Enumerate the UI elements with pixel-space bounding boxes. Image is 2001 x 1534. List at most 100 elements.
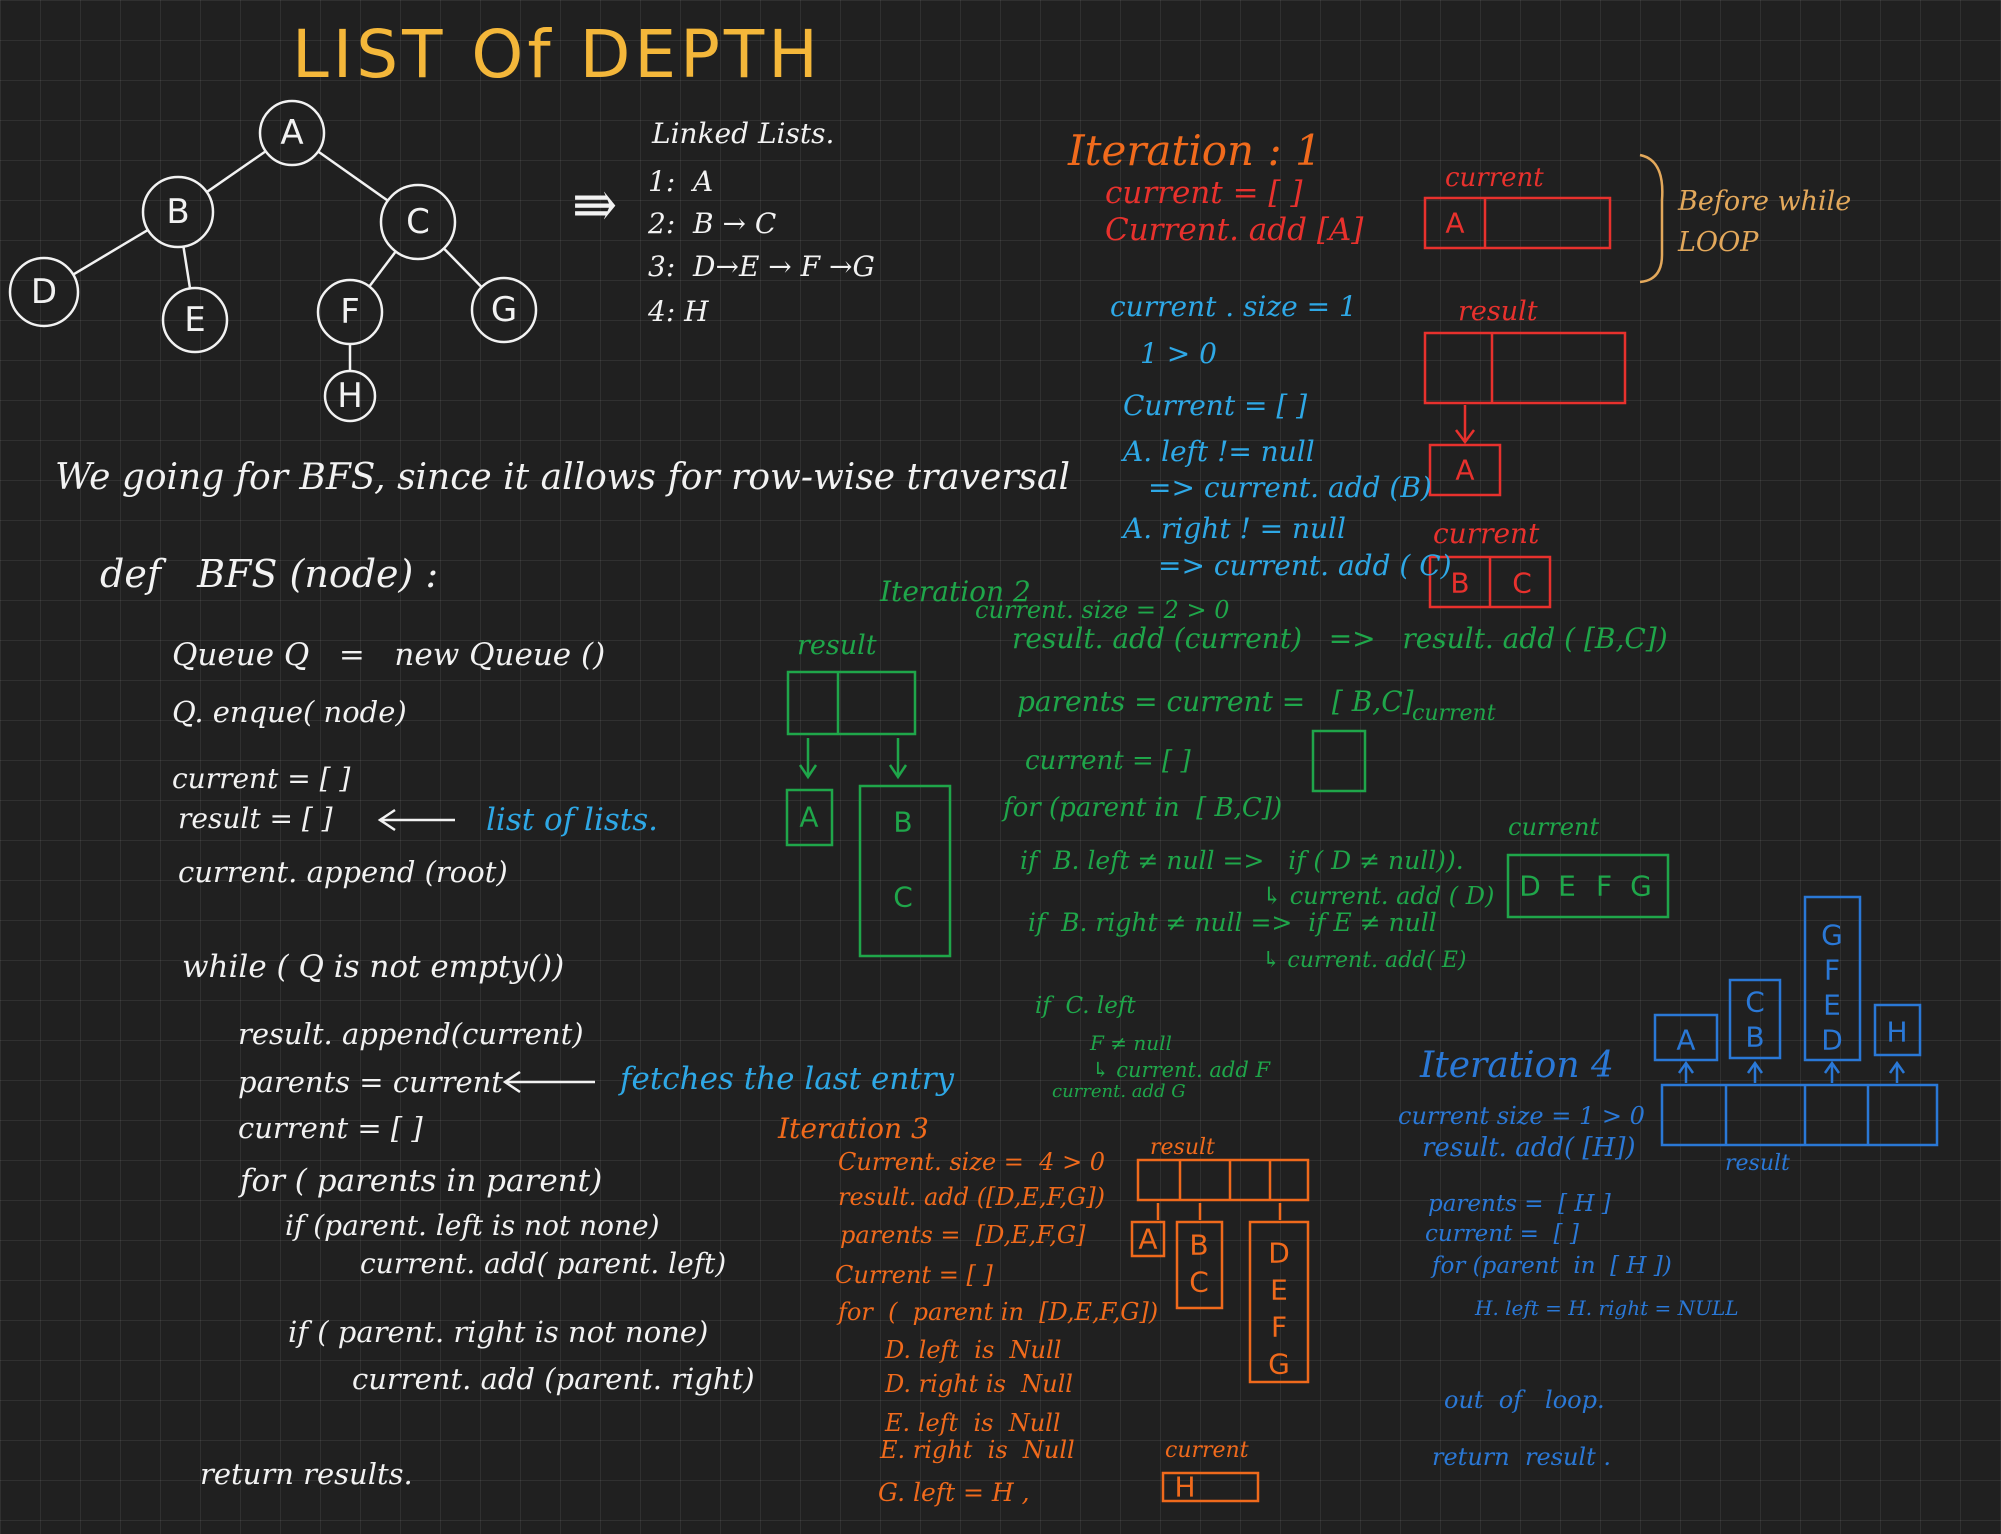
iteration1-red-line-1: current = [ ] <box>1105 175 1303 211</box>
iteration4-boxes <box>1653 895 1939 1147</box>
it2-list-a-cell-A: A <box>799 801 818 834</box>
iteration4-line-7: out of loop. <box>1444 1386 1605 1414</box>
it4-stack2-cell-F: F <box>1824 954 1840 987</box>
it2-current-cell-G: G <box>1630 870 1652 903</box>
tree-node-label-F: F <box>340 292 360 332</box>
intro-text: We going for BFS, since it allows for ro… <box>55 457 1070 498</box>
iteration3-line-4: Current = [ ] <box>835 1261 993 1289</box>
tree-edge-A-B <box>206 150 267 194</box>
tree-node-label-H: H <box>337 376 363 416</box>
tree-node-label-C: C <box>406 202 430 242</box>
code-line-for: for ( parents in parent) <box>240 1163 603 1199</box>
tree-edges <box>72 150 483 371</box>
tree-node-label-A: A <box>280 113 303 153</box>
it3-current-cell-H: H <box>1174 1471 1195 1504</box>
iteration2-line-7: ↳ current. add ( D) <box>1262 882 1495 910</box>
tree-node-C: C <box>379 183 457 261</box>
code-line-result-append: result. append(current) <box>238 1017 584 1051</box>
iteration2-line-3: parents = current = [ B,C] <box>1017 685 1414 718</box>
iteration1-blue-line-1: current . size = 1 <box>1110 290 1357 323</box>
iteration3-line-10: G. left = H , <box>878 1478 1030 1507</box>
tree-node-F: F <box>316 278 384 346</box>
iteration2-label-current-2: current <box>1508 813 1600 841</box>
iteration4-line-8: return result . <box>1432 1443 1611 1471</box>
iteration4-line-1: current size = 1 > 0 <box>1398 1102 1645 1130</box>
it1-current2-cell-C: C <box>1512 567 1532 600</box>
tree-edge-A-C <box>317 150 389 202</box>
it4-stack2-cell-D: D <box>1821 1024 1843 1057</box>
it3-list-defg-cell-E: E <box>1270 1274 1288 1307</box>
iteration2-label-result: result <box>797 630 877 661</box>
linked-list-line-1: 1: A <box>648 165 714 198</box>
code-line-if-right: if ( parent. right is not none) <box>288 1315 709 1349</box>
linked-list-line-4: 4: H <box>648 295 709 328</box>
iteration1-label-current-2: current <box>1433 517 1540 550</box>
iteration4-label-result: result <box>1725 1151 1790 1176</box>
tree-edge-C-F <box>368 250 397 288</box>
it4-stack1-cell-C: C <box>1745 986 1765 1019</box>
it4-stack3-cell-H: H <box>1886 1016 1907 1049</box>
code-line-parents: parents = current <box>238 1065 503 1099</box>
code-line-if-left: if (parent. left is not none) <box>285 1209 660 1242</box>
it2-list-bc-cell-C: C <box>893 881 913 914</box>
iteration2-heading: Iteration 2 <box>880 575 1031 608</box>
iteration1-label-current: current <box>1445 163 1544 193</box>
it3-list-defg-cell-F: F <box>1271 1311 1287 1344</box>
iteration3-label-current: current <box>1165 1438 1249 1463</box>
it4-stack0-cell-A: A <box>1676 1024 1695 1057</box>
it2-current-cell-D: D <box>1519 870 1541 903</box>
iteration2-line-9: ↳ current. add( E) <box>1262 948 1467 973</box>
iteration1-heading: Iteration : 1 <box>1068 126 1322 175</box>
tree-node-D: D <box>8 256 80 328</box>
it3-list-bc-cell-B: B <box>1189 1229 1208 1262</box>
iteration2-line-11: F ≠ null <box>1090 1031 1172 1055</box>
tree-edge-B-D <box>72 228 149 276</box>
tree-node-label-D: D <box>31 272 57 312</box>
iteration1-blue-line-7: => current. add ( C) <box>1158 549 1452 582</box>
it3-list-defg-cell-D: D <box>1268 1237 1290 1270</box>
iteration2-boxes <box>785 670 1670 958</box>
it4-stack2-cell-E: E <box>1823 989 1841 1022</box>
iteration3-line-5: for ( parent in [D,E,F,G]) <box>838 1298 1159 1326</box>
tree-node-label-B: B <box>166 192 189 232</box>
linked-list-line-2: 2: B → C <box>648 207 777 240</box>
tree-node-B: B <box>141 175 215 249</box>
iteration2-line-12: ↳ current. add F <box>1092 1058 1271 1082</box>
iteration3-line-7: D. right is Null <box>885 1370 1073 1398</box>
code-def-line: def BFS (node) : <box>100 552 439 596</box>
iteration2-line-1: current. size = 2 > 0 <box>975 596 1230 624</box>
it3-list-a-cell-A: A <box>1138 1223 1157 1256</box>
iteration4-line-5: for (parent in [ H ]) <box>1432 1253 1672 1279</box>
it2-current-cell-E: E <box>1558 870 1576 903</box>
it1-current-cell-A: A <box>1445 207 1464 240</box>
iteration2-label-current: current <box>1412 701 1496 726</box>
iteration3-line-2: result. add ([D,E,F,G]) <box>838 1183 1106 1211</box>
iteration2-line-4: current = [ ] <box>1025 746 1191 776</box>
code-line-append-root: current. append (root) <box>178 855 508 889</box>
it3-list-bc-cell-C: C <box>1189 1266 1209 1299</box>
iteration1-blue-line-2: 1 > 0 <box>1140 337 1217 370</box>
it1-result-list-cell-A: A <box>1455 454 1474 487</box>
it1-current2-cell-B: B <box>1450 567 1469 600</box>
it4-arrow-head-0 <box>1677 1060 1695 1074</box>
iteration1-boxes <box>1423 196 1627 609</box>
iteration3-line-6: D. left is Null <box>885 1336 1062 1364</box>
double-arrow-icon: ⇛ <box>572 173 618 236</box>
before-loop-brace <box>1639 153 1664 284</box>
iteration1-label-result: result <box>1458 296 1538 327</box>
linked-lists-heading: Linked Lists. <box>652 117 835 150</box>
iteration4-heading: Iteration 4 <box>1420 1045 1614 1086</box>
it2-list-bc-cell-B: B <box>893 806 912 839</box>
it4-stack2-cell-G: G <box>1821 919 1843 952</box>
code-line-add-left: current. add( parent. left) <box>360 1247 727 1280</box>
arrow-head-fetches-last <box>502 1070 521 1094</box>
code-line-return: return results. <box>200 1457 413 1491</box>
tree-node-E: E <box>161 286 229 354</box>
iteration1-blue-line-4: A. left != null <box>1123 435 1315 468</box>
code-line-while: while ( Q is not empty()) <box>182 949 565 985</box>
it4-arrow-head-2 <box>1823 1060 1841 1074</box>
iteration3-line-8: E. left is Null <box>885 1409 1061 1437</box>
iteration4-line-2: result. add( [H]) <box>1422 1133 1636 1163</box>
